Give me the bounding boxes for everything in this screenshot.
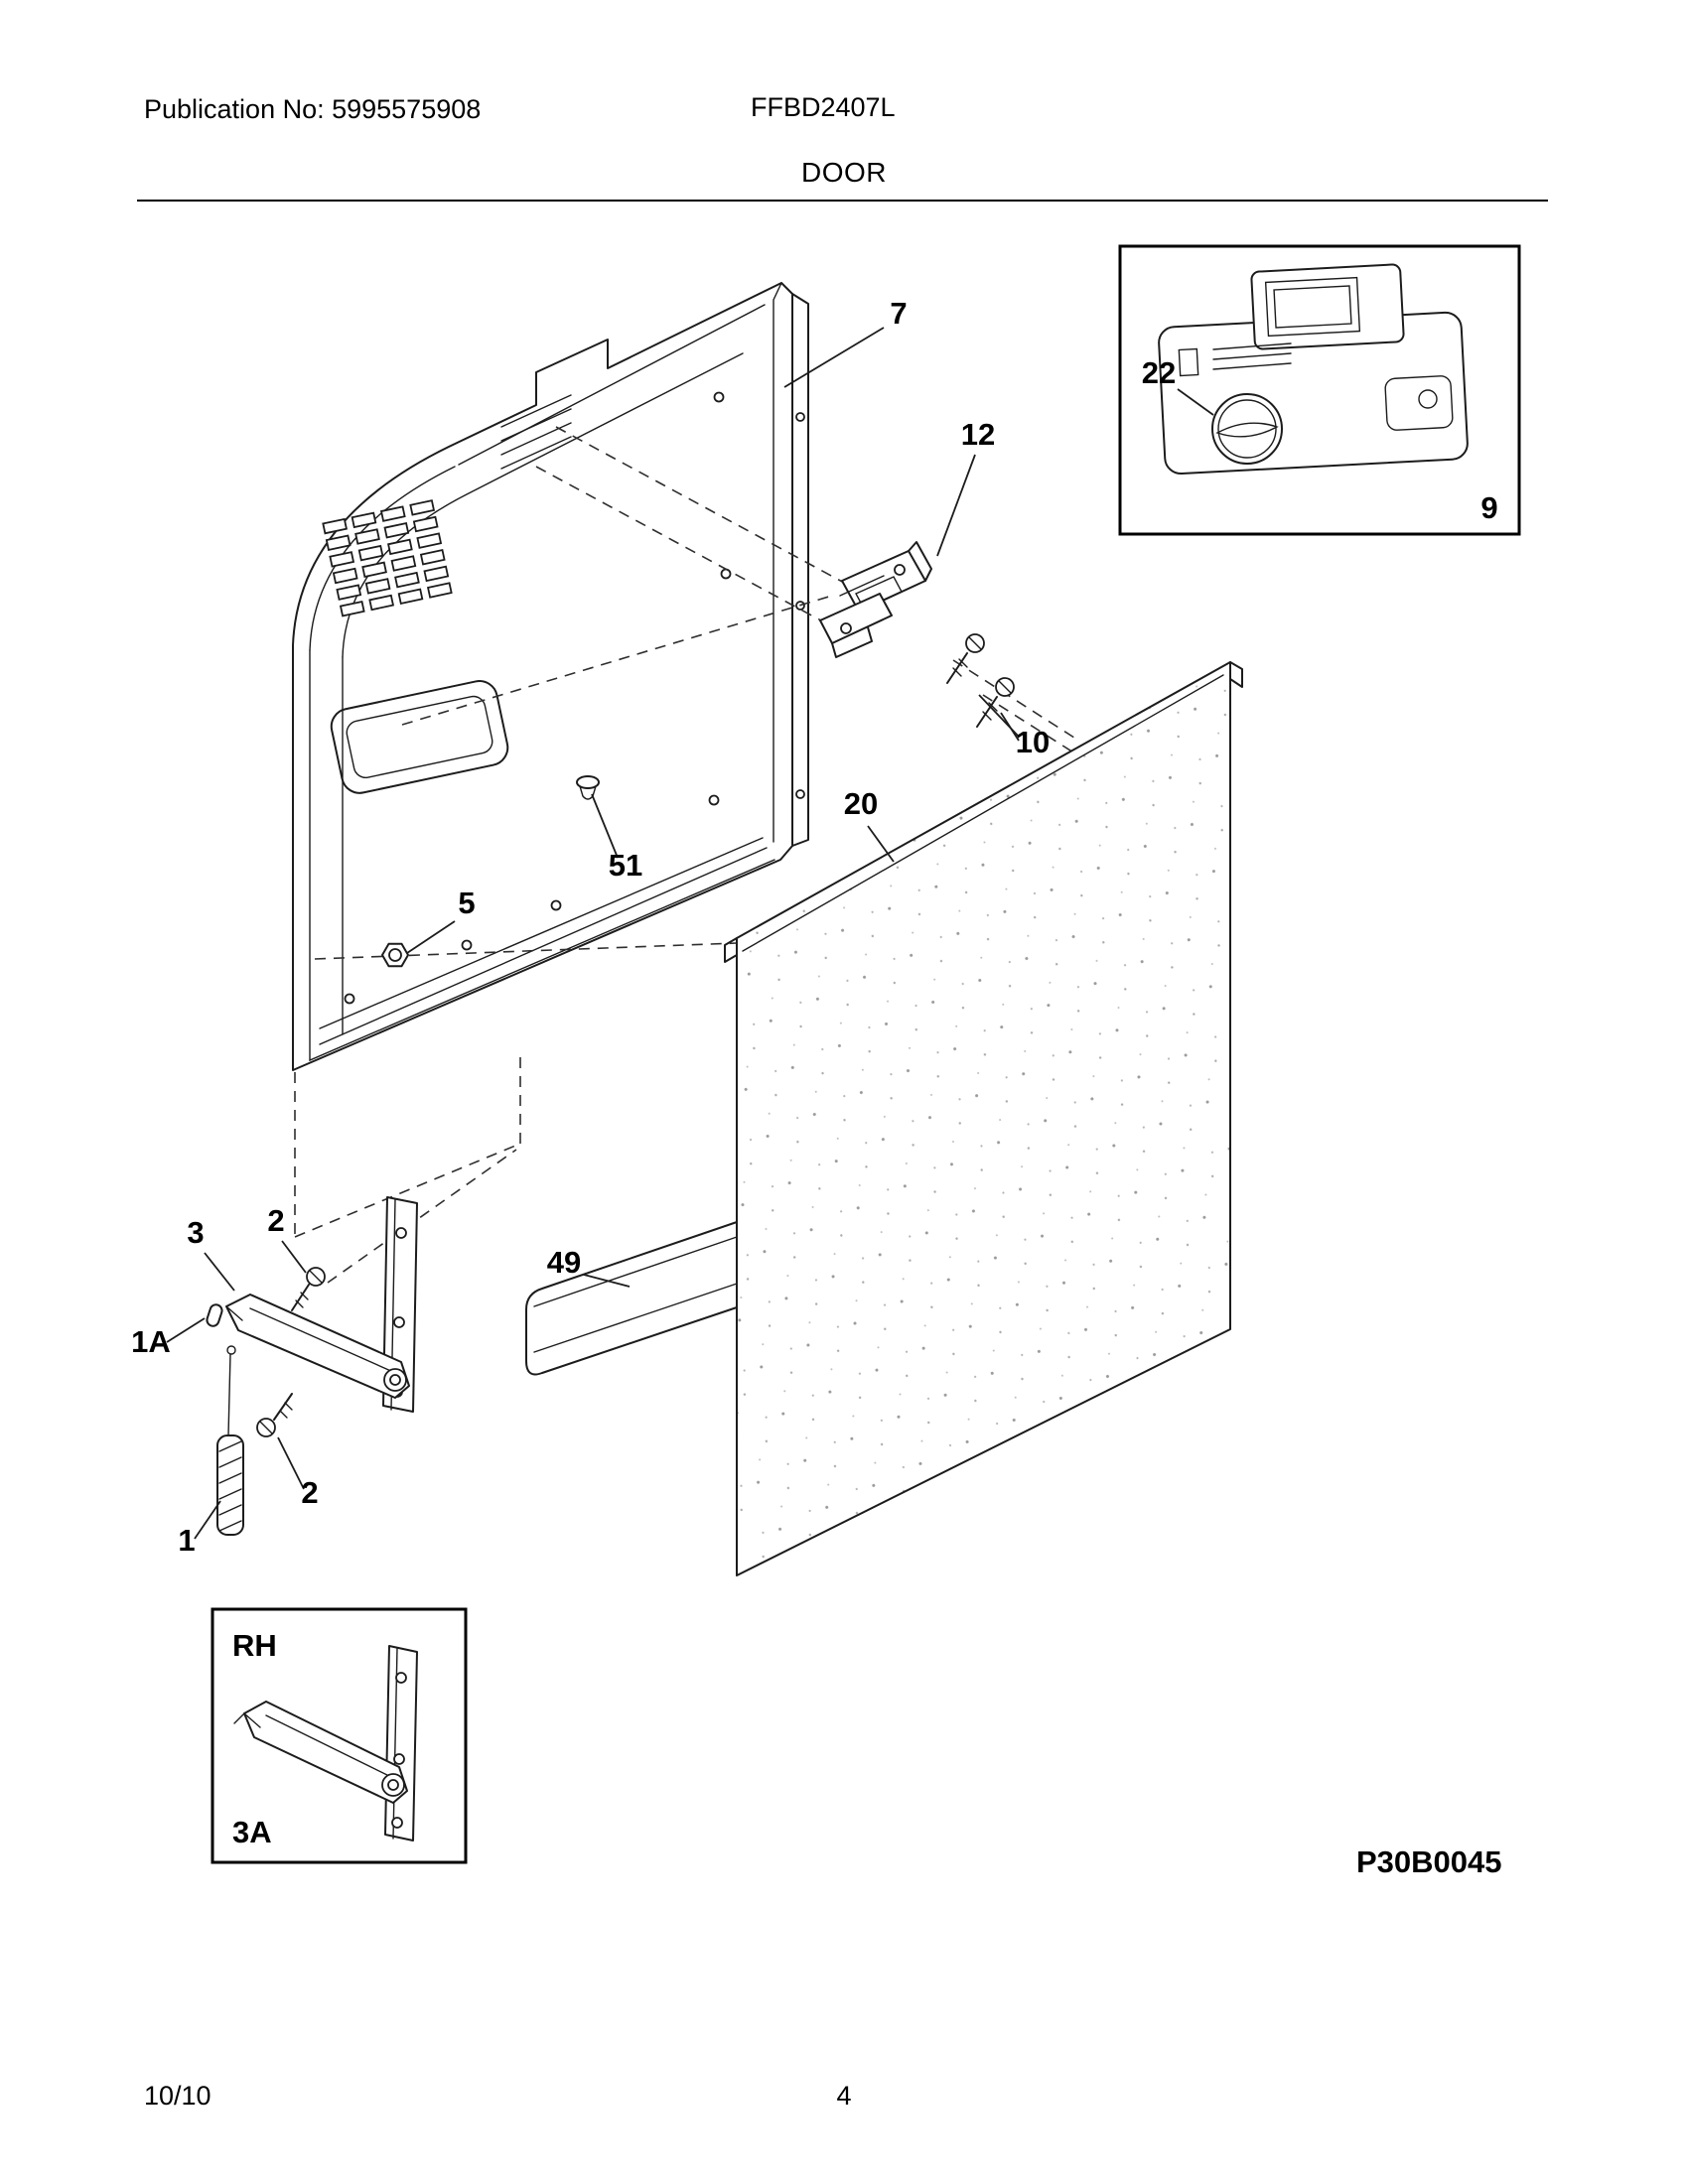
hex-nut [381,942,409,968]
page-title: DOOR [801,157,887,188]
callout-20: 20 [844,786,878,821]
callout-3a: 3A [232,1815,272,1849]
hinge-spring [216,1345,244,1536]
callout-51: 51 [609,848,642,883]
door-latch-assembly [819,541,932,658]
detail-inset-box: RH 3A [211,1607,468,1864]
latch-screw-2 [976,677,1015,728]
hinge-arm-rh [243,1701,408,1804]
diagram-code: P30B0045 [1356,1844,1502,1879]
bracket-screw-upper [291,1267,326,1311]
handle-recess [330,680,509,794]
callout-9: 9 [1480,490,1497,525]
publication-number: Publication No: 5995575908 [144,94,482,124]
callout-49: 49 [547,1245,581,1280]
callout-rh: RH [232,1628,277,1663]
callout-3: 3 [187,1215,204,1250]
callout-5: 5 [458,886,475,920]
dispenser-knob [1211,393,1283,465]
vent-grille [322,499,453,617]
hinge-arm [225,1294,410,1399]
inner-door-panel [292,282,809,1071]
dispenser-detail-box: 22 9 [1118,244,1521,536]
callout-1: 1 [178,1523,195,1558]
title-divider [137,200,1548,202]
callout-2-lower: 2 [301,1475,318,1510]
footer-revision: 10/10 [144,2081,211,2111]
footer-page-number: 4 [836,2081,852,2111]
outer-door-panel [724,661,1243,1576]
dispenser-assembly [1158,263,1469,476]
callout-7: 7 [890,296,907,331]
latch-screw-1 [946,633,985,684]
callout-1a: 1A [131,1324,171,1359]
callout-12: 12 [961,417,995,452]
bracket-screw-lower [256,1393,293,1437]
vent-strip [525,1220,741,1376]
model-number: FFBD2407L [751,92,896,122]
leader-lines [166,327,1020,1540]
callout-10: 10 [1016,725,1050,759]
door-bumper [206,1303,223,1327]
hinge-bracket-assembly [206,1196,418,1536]
alignment-dashed-lines [294,426,1093,1284]
callout-22: 22 [1142,355,1176,390]
callout-2-upper: 2 [267,1203,284,1238]
callout-labels: 7 12 10 20 51 5 3 2 1A 1 2 49 P30B0045 [131,296,1501,1879]
